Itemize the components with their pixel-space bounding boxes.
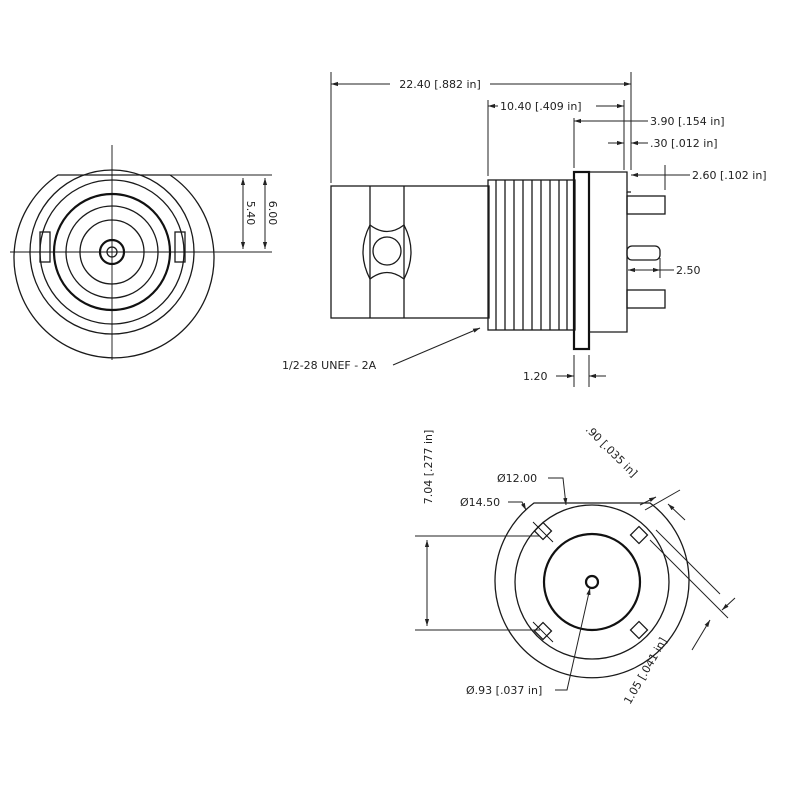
- pin-centerline: [532, 521, 554, 543]
- front-outline: [13, 174, 215, 359]
- dim-pin-length: 2.60 [.102 in]: [692, 169, 767, 182]
- pin-3: [626, 289, 666, 309]
- bottom-outline: [494, 502, 690, 679]
- bottom-pin-pad: [533, 621, 553, 641]
- leader-line: [548, 477, 568, 506]
- dim-inner-diameter: Ø12.00: [497, 472, 537, 485]
- dimension-line: [639, 496, 657, 506]
- bottom-insulator: [542, 532, 642, 632]
- pin-centerline: [532, 621, 554, 643]
- dimension-line: [667, 503, 686, 521]
- pin-1: [626, 195, 666, 215]
- bayonet-slot: [362, 224, 412, 280]
- thread-spec-label: 1/2-28 UNEF - 2A: [282, 359, 377, 372]
- rear-body: [589, 171, 631, 333]
- front-view: 5.40 6.00: [10, 145, 279, 360]
- dimension-line: [721, 597, 736, 611]
- front-slot-left: [39, 231, 51, 263]
- thread-leader-line: [392, 327, 481, 366]
- thread-lines: [495, 180, 568, 330]
- bottom-pin-pad: [629, 525, 649, 545]
- front-slot-right: [174, 231, 186, 263]
- dim-flange-thickness: 1.20: [523, 370, 548, 383]
- dim-overall-length: 22.40 [.882 in]: [399, 78, 481, 91]
- body: [330, 185, 490, 319]
- extension-line: [649, 539, 729, 619]
- dim-outer-diameter: Ø14.50: [460, 496, 500, 509]
- dim-pin-spacing-bottom: 7.04 [.277 in]: [422, 430, 435, 505]
- pin-2: [626, 245, 661, 261]
- dim-6-00: 6.00: [266, 201, 279, 226]
- dim-5-40: 5.40: [244, 201, 257, 226]
- dim-gap: .30 [.012 in]: [650, 137, 718, 150]
- leader-line: [555, 587, 591, 691]
- side-view: 22.40 [.882 in] 10.40 [.409 in] 3.90 [.1…: [282, 72, 767, 387]
- dim-center-pin-diameter: Ø.93 [.037 in]: [466, 684, 542, 697]
- dim-pin-spacing: 2.50: [676, 264, 701, 277]
- flange: [572, 170, 591, 351]
- bottom-view: 7.04 [.277 in] Ø12.00 Ø14.50 .90 [.035 i…: [415, 423, 736, 707]
- bottom-center-pin: [584, 574, 600, 590]
- dimension-line: [691, 619, 711, 651]
- dim-pin-width: .90 [.035 in]: [583, 423, 640, 480]
- extension-line: [644, 489, 681, 511]
- bottom-ring: [514, 504, 670, 660]
- extension-line: [655, 529, 721, 595]
- bayonet-stud: [372, 236, 402, 266]
- bottom-pin-pad: [533, 521, 553, 541]
- bottom-pin-pad: [629, 620, 649, 640]
- dim-thread-length: 10.40 [.409 in]: [500, 100, 582, 113]
- dim-rear-length: 3.90 [.154 in]: [650, 115, 725, 128]
- leader-line: [508, 501, 527, 511]
